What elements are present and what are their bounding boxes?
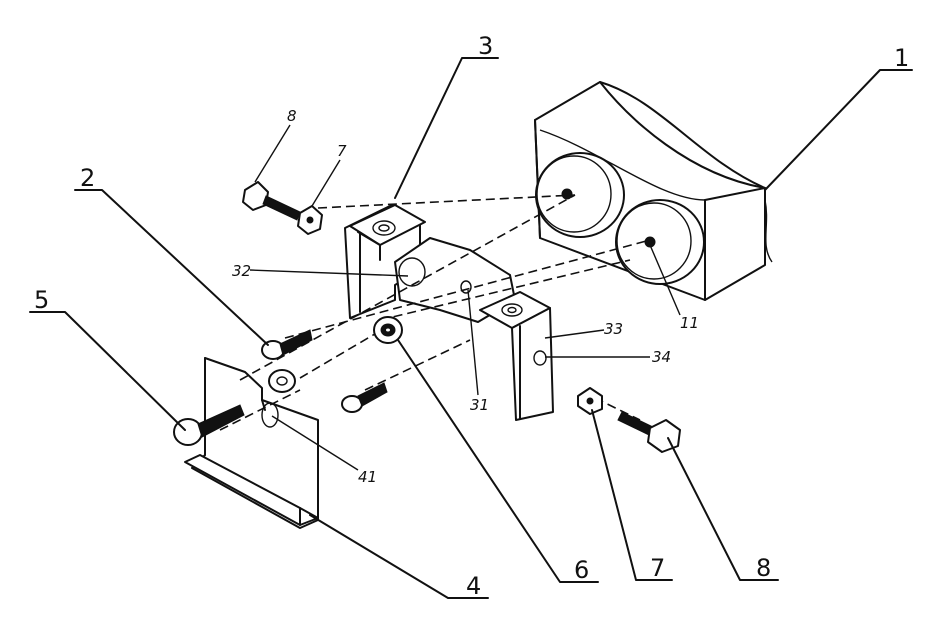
label-part-33: 33 (604, 320, 623, 338)
leader-lines (30, 58, 912, 598)
label-part-8-right: 8 (756, 554, 771, 582)
label-part-7-upper: 7 (337, 142, 347, 160)
screw-lower (342, 383, 387, 412)
bolt-right-part-8 (618, 412, 680, 452)
label-part-8-upper: 8 (287, 107, 297, 125)
label-part-34: 34 (652, 348, 671, 366)
label-part-31: 31 (470, 396, 489, 414)
label-part-2: 2 (80, 164, 95, 192)
label-part-4: 4 (466, 572, 481, 600)
label-part-1: 1 (894, 44, 909, 72)
angle-bracket-part-4 (185, 358, 318, 528)
label-part-41: 41 (358, 468, 377, 486)
label-part-7-right: 7 (650, 554, 665, 582)
label-part-11: 11 (680, 314, 699, 332)
label-part-5: 5 (34, 286, 49, 314)
nut-right-part-7 (578, 388, 602, 414)
label-part-3: 3 (478, 32, 493, 60)
label-part-32: 32 (232, 262, 251, 280)
bolt-upper-part-8 (243, 182, 300, 220)
label-part-6: 6 (574, 556, 589, 584)
roller-wheel-upper (536, 153, 624, 237)
washer (269, 370, 295, 392)
nut-upper-part-7 (298, 206, 322, 234)
roller-wheel-lower (616, 200, 704, 284)
roller-housing-part-1 (535, 82, 772, 300)
